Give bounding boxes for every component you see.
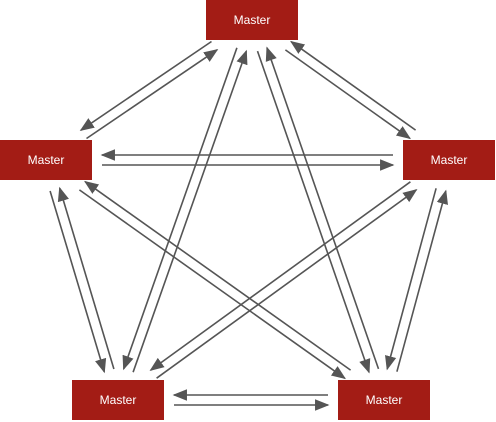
node-label: Master xyxy=(233,13,271,27)
node-bottom-right[interactable]: Master xyxy=(338,380,430,420)
arrow-bottom-right-to-right xyxy=(396,189,448,372)
node-label: Master xyxy=(27,153,65,167)
arrow-bottom-left-to-top xyxy=(132,49,248,373)
node-bottom-left[interactable]: Master xyxy=(72,380,164,420)
arrow-bottom-right-to-top xyxy=(265,46,380,370)
arrow-top-to-right xyxy=(284,49,411,140)
arrow-right-to-top xyxy=(290,40,417,131)
arrow-group xyxy=(49,40,448,411)
arrow-bottom-left-to-right xyxy=(156,189,418,379)
arrow-top-to-bottom-right xyxy=(256,50,371,374)
node-right[interactable]: Master xyxy=(403,140,495,180)
arrow-left-to-bottom-right xyxy=(78,189,346,380)
node-label: Master xyxy=(99,393,137,407)
node-top[interactable]: Master xyxy=(206,0,298,40)
arrow-left-to-bottom-left xyxy=(49,190,107,374)
arrow-left-to-top xyxy=(86,48,219,140)
arrow-right-to-bottom-left xyxy=(149,181,411,371)
arrow-top-to-bottom-left xyxy=(122,47,238,371)
arrow-bottom-left-to-left xyxy=(57,186,115,370)
node-left[interactable]: Master xyxy=(0,140,92,180)
arrow-right-to-bottom-right xyxy=(385,188,437,371)
node-label: Master xyxy=(430,153,468,167)
arrow-top-to-left xyxy=(79,40,212,132)
arrow-bottom-right-to-left xyxy=(84,180,352,371)
node-label: Master xyxy=(365,393,403,407)
